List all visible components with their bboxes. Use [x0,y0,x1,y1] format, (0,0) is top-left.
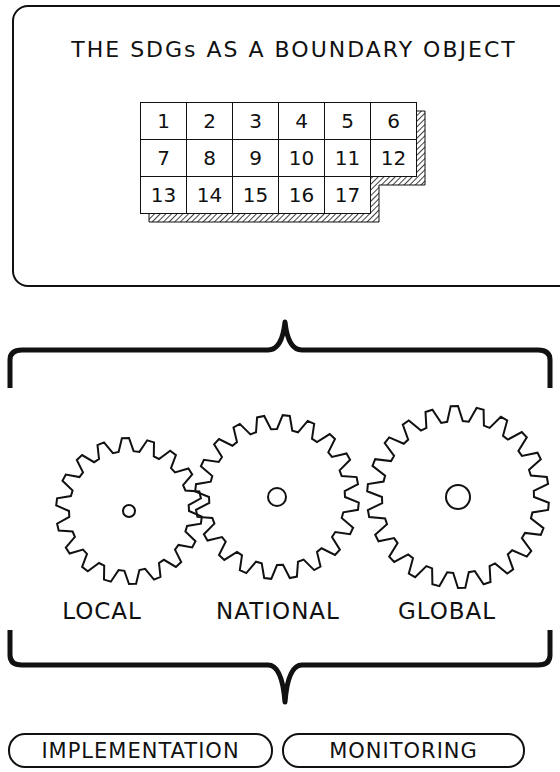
goal-number: 5 [341,109,354,133]
goal-number: 6 [387,109,400,133]
sdg-cell: 17 [324,176,371,214]
sdg-cell: 11 [324,139,371,177]
pill-label: MONITORING [329,739,478,763]
sdg-cell: 2 [186,102,233,140]
goal-number: 3 [249,109,262,133]
goal-number: 1 [157,109,170,133]
goal-number: 10 [289,146,314,170]
scale-label: LOCAL [62,598,142,624]
goal-number: 8 [203,146,216,170]
sdg-cell: 9 [232,139,279,177]
goal-number: 7 [157,146,170,170]
sdg-cell: 13 [140,176,187,214]
goal-number: 9 [249,146,262,170]
goal-number: 14 [197,183,222,207]
sdg-cell: 5 [324,102,371,140]
sdg-cell: 16 [278,176,325,214]
top-brace [10,322,550,388]
sdg-cell: 6 [370,102,417,140]
sdg-cell: 8 [186,139,233,177]
pill-label: IMPLEMENTATION [41,739,239,763]
sdg-cell: 15 [232,176,279,214]
sdg-cell: 14 [186,176,233,214]
sdg-cell: 3 [232,102,279,140]
process-pill: IMPLEMENTATION [8,733,273,768]
boundary-object-box: THE SDGs AS A BOUNDARY OBJECT12345678910… [12,5,560,287]
goal-number: 17 [335,183,360,207]
goal-number: 11 [335,146,360,170]
scale-label: NATIONAL [216,598,340,624]
goal-number: 12 [381,146,406,170]
sdg-cell: 7 [140,139,187,177]
goal-number: 4 [295,109,308,133]
gear-hole [123,505,135,517]
process-pill: MONITORING [282,733,525,768]
sdg-cell: 4 [278,102,325,140]
gear-hole [446,485,470,509]
gear-hole [268,488,286,506]
gear-icon [56,438,202,584]
goal-number: 2 [203,109,216,133]
sdg-cell: 10 [278,139,325,177]
gear-icon [195,415,359,579]
sdg-cell: 1 [140,102,187,140]
gear-icon [367,406,549,588]
goal-number: 15 [243,183,268,207]
goal-number: 13 [151,183,176,207]
goal-number: 16 [289,183,314,207]
bottom-brace [10,630,550,702]
scale-label: GLOBAL [398,598,496,624]
box-heading: THE SDGs AS A BOUNDARY OBJECT [14,37,560,62]
sdg-cell: 12 [370,139,417,177]
